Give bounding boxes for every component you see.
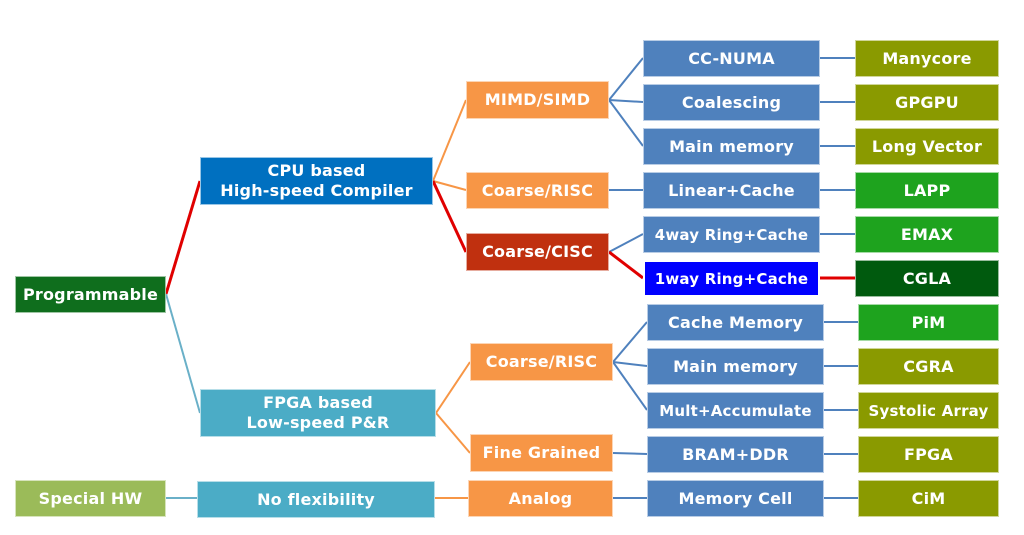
node-cgla: CGLA [855, 260, 999, 297]
link-mimd-ccnuma [608, 57, 644, 101]
link-mimd-mainmem [608, 99, 644, 147]
node-coarse-risc-fpga: Coarse/RISC [470, 343, 613, 381]
node-lapp: LAPP [855, 172, 999, 209]
node-bram-ddr: BRAM+DDR [647, 436, 824, 473]
link-fpga-coarse-risc [435, 361, 471, 414]
node-no-flexibility: No flexibility [197, 481, 435, 518]
node-pim: PiM [858, 304, 999, 341]
link-programmable-cpu [164, 180, 202, 295]
node-mult-accumulate: Mult+Accumulate [647, 392, 824, 429]
node-linear-cache: Linear+Cache [643, 172, 820, 209]
node-long-vector: Long Vector [855, 128, 999, 165]
node-gpgpu: GPGPU [855, 84, 999, 121]
node-mimd-simd: MIMD/SIMD [466, 81, 609, 119]
node-four-way-ring: 4way Ring+Cache [643, 216, 820, 253]
node-systolic-array: Systolic Array [858, 392, 999, 429]
link-fpgarisc-cache [612, 321, 648, 363]
node-main-memory-fpga: Main memory [647, 348, 824, 385]
node-emax: EMAX [855, 216, 999, 253]
node-programmable: Programmable [15, 276, 166, 313]
link-fine-bram [612, 452, 648, 455]
node-cache-memory: Cache Memory [647, 304, 824, 341]
link-programmable-fpga [165, 293, 201, 414]
link-fpgarisc-mult [612, 361, 648, 411]
node-coarse-cisc: Coarse/CISC [466, 233, 609, 271]
link-cpu-mimd [432, 99, 467, 182]
link-cisc-1way [608, 250, 644, 280]
node-cc-numa: CC-NUMA [643, 40, 820, 77]
node-analog: Analog [468, 480, 613, 517]
node-one-way-ring: 1way Ring+Cache [643, 260, 820, 297]
node-main-memory-cpu: Main memory [643, 128, 820, 165]
node-memory-cell: Memory Cell [647, 480, 824, 517]
node-coarse-risc-cpu: Coarse/RISC [466, 172, 609, 209]
link-cpu-coarse-risc [432, 180, 467, 191]
node-cpu-based: CPU based High-speed Compiler [200, 157, 433, 205]
node-manycore: Manycore [855, 40, 999, 77]
node-special-hw: Special HW [15, 480, 166, 517]
link-cpu-coarse-cisc [431, 180, 468, 253]
node-cim: CiM [858, 480, 999, 517]
node-fpga-based: FPGA based Low-speed P&R [200, 389, 436, 437]
node-coalescing: Coalescing [643, 84, 820, 121]
link-mimd-coalescing [608, 99, 644, 103]
node-cgra: CGRA [858, 348, 999, 385]
link-cisc-4way [608, 233, 644, 253]
node-fine-grained: Fine Grained [470, 434, 613, 472]
link-fpga-fine-grained [435, 412, 471, 454]
node-fpga: FPGA [858, 436, 999, 473]
link-fpgarisc-mainmem [612, 361, 648, 367]
